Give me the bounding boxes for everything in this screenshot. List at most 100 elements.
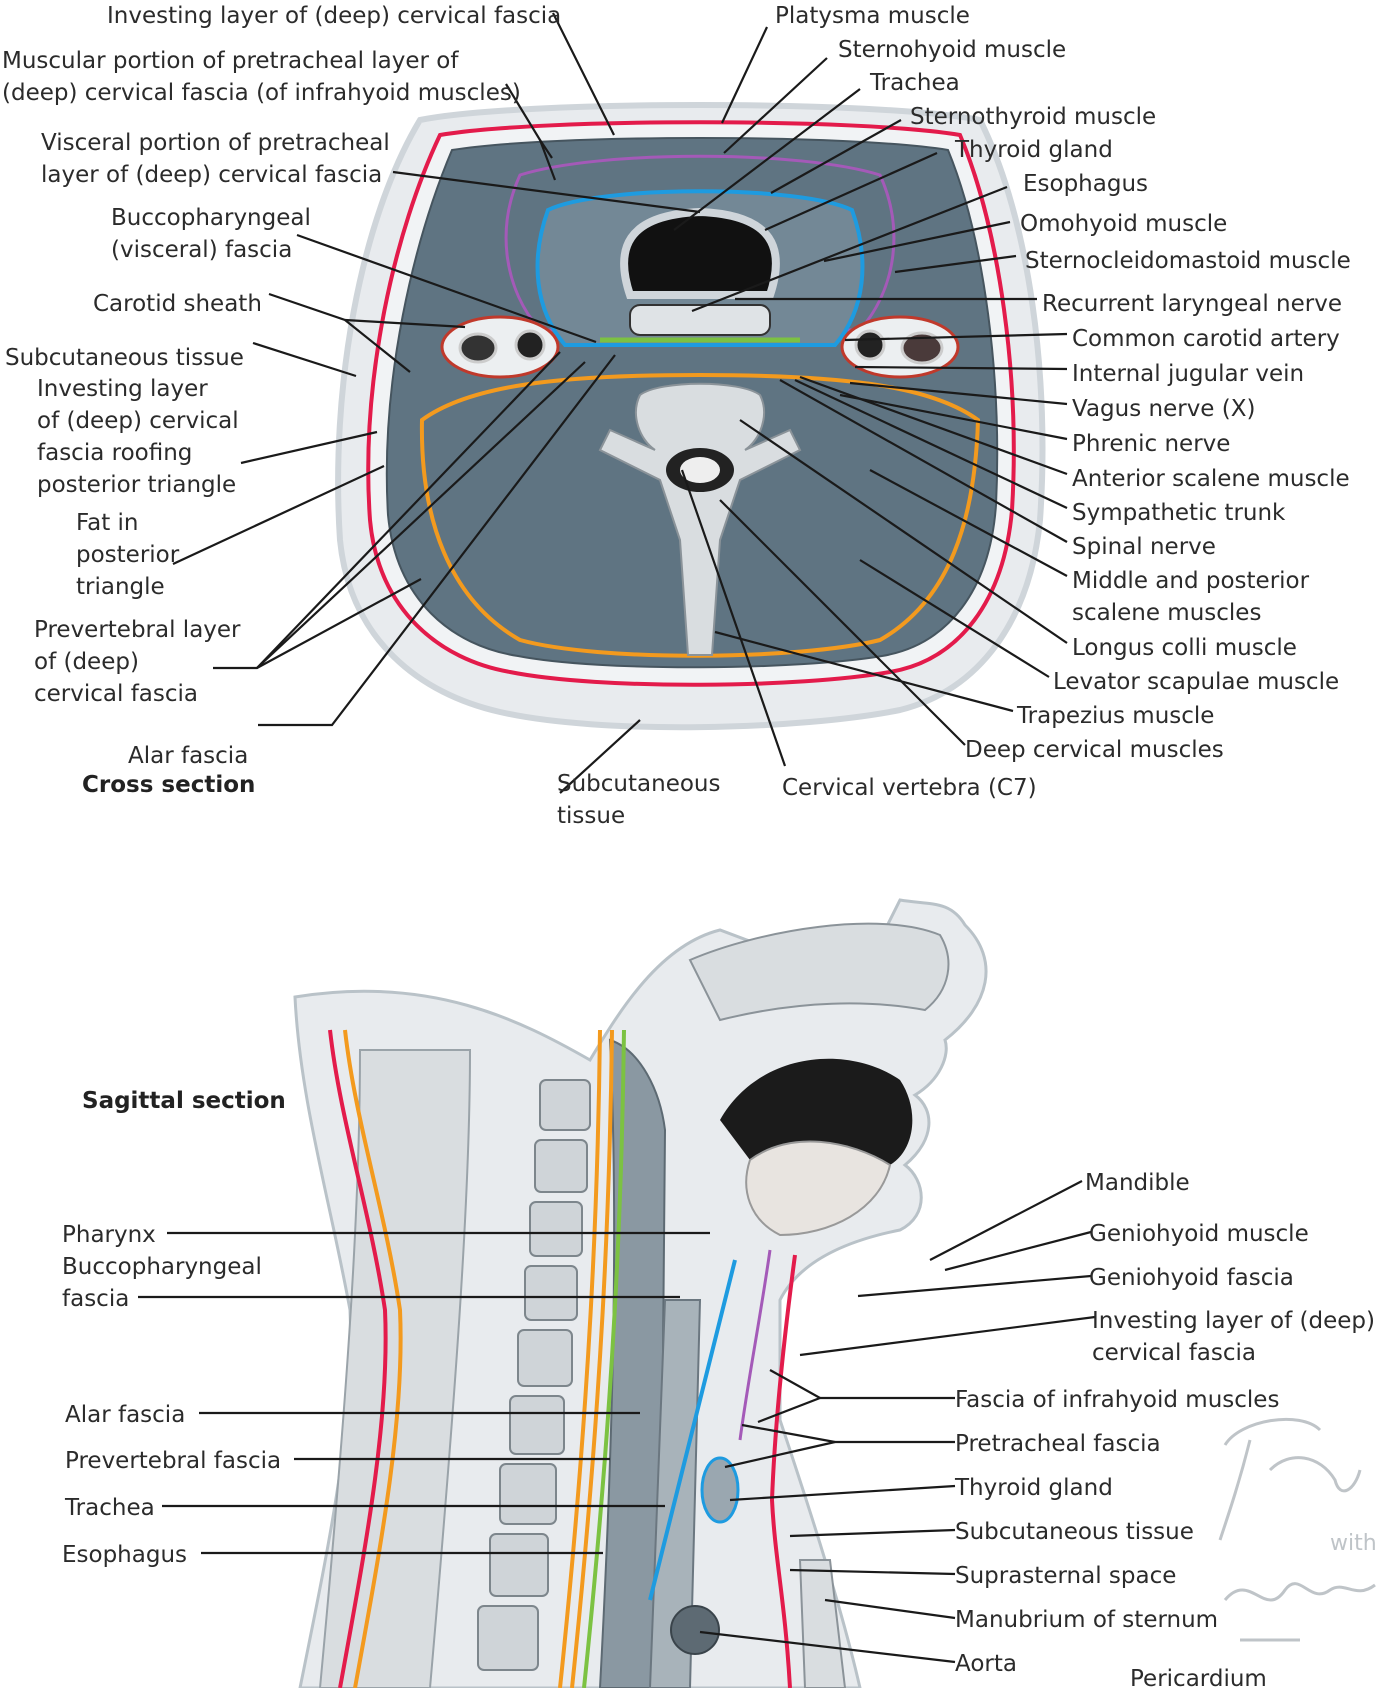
label-investing-sag-1: Investing layer of (deep) xyxy=(1092,1308,1375,1334)
sagittal-thyroid xyxy=(700,1456,740,1524)
cross-esophagus xyxy=(629,304,771,336)
label-fat-3: triangle xyxy=(76,574,165,600)
cross-carotid-artery-right xyxy=(854,329,886,361)
label-investing-roof-3: fascia roofing xyxy=(37,440,192,466)
cross-jugular-vein-left xyxy=(458,332,498,364)
sagittal-section-heading: Sagittal section xyxy=(82,1088,286,1114)
cross-jugular-vein-right xyxy=(900,331,944,365)
label-pericardium: Pericardium xyxy=(1130,1666,1267,1688)
label-subcutaneous-left: Subcutaneous tissue xyxy=(5,345,244,371)
sagittal-vertebrae xyxy=(477,1079,591,1671)
label-spinal-nerve: Spinal nerve xyxy=(1072,534,1216,560)
label-trachea-cross: Trachea xyxy=(869,70,960,96)
sagittal-pretracheal-fascia xyxy=(648,1259,737,1601)
label-visceral-pretracheal-2: layer of (deep) cervical fascia xyxy=(41,162,382,188)
label-phrenic: Phrenic nerve xyxy=(1072,431,1230,457)
signature-with: with xyxy=(1330,1531,1377,1556)
cross-section-heading: Cross section xyxy=(82,772,255,798)
label-carotid-sheath: Carotid sheath xyxy=(93,291,262,317)
label-sternohyoid: Sternohyoid muscle xyxy=(838,37,1066,63)
sagittal-oral-cavity xyxy=(720,1058,913,1165)
cross-pretracheal-muscular xyxy=(504,154,896,332)
label-longus-colli: Longus colli muscle xyxy=(1072,635,1297,661)
sagittal-investing-fascia-posterior xyxy=(328,1029,388,1688)
label-levator-scapulae: Levator scapulae muscle xyxy=(1053,669,1339,695)
label-recurrent-laryngeal: Recurrent laryngeal nerve xyxy=(1042,291,1342,317)
sagittal-manubrium xyxy=(798,1559,847,1688)
label-anterior-scalene: Anterior scalene muscle xyxy=(1072,466,1350,492)
label-prevertebral-fascia-sag: Prevertebral fascia xyxy=(65,1448,281,1474)
netter-signature xyxy=(1218,1417,1376,1642)
label-manubrium: Manubrium of sternum xyxy=(955,1607,1218,1633)
label-esophagus-cross: Esophagus xyxy=(1023,171,1148,197)
label-investing-roof-1: Investing layer xyxy=(37,376,208,402)
cross-section-labels: Cross section Investing layer of (deep) … xyxy=(2,3,1351,829)
label-buccopharyngeal-2: (visceral) fascia xyxy=(111,237,292,263)
cross-prevertebral-fascia xyxy=(419,372,981,658)
sagittal-alar-fascia xyxy=(570,1029,614,1688)
label-sternothyroid: Sternothyroid muscle xyxy=(910,104,1156,130)
label-alar-fascia-sag: Alar fascia xyxy=(65,1402,185,1428)
label-sternocleidomastoid: Sternocleidomastoid muscle xyxy=(1025,248,1351,274)
label-investing-layer: Investing layer of (deep) cervical fasci… xyxy=(107,3,561,29)
label-buccopharyngeal-sag-1: Buccopharyngeal xyxy=(62,1254,262,1280)
label-middle-posterior-scalene-2: scalene muscles xyxy=(1072,600,1261,626)
sagittal-pharynx xyxy=(598,1038,667,1688)
label-subcutaneous-bottom-2: tissue xyxy=(557,803,625,829)
label-muscular-pretracheal-1: Muscular portion of pretracheal layer of xyxy=(2,48,459,74)
sagittal-spine xyxy=(318,1049,472,1688)
sagittal-buccopharyngeal-fascia xyxy=(582,1029,626,1688)
sagittal-aorta xyxy=(670,1605,720,1655)
sagittal-leaders xyxy=(138,1180,1096,1664)
label-trapezius: Trapezius muscle xyxy=(1016,703,1214,729)
label-buccopharyngeal-sag-2: fascia xyxy=(62,1286,129,1312)
label-deep-cervical-muscles: Deep cervical muscles xyxy=(965,737,1224,763)
label-thyroid-sag: Thyroid gland xyxy=(954,1475,1113,1501)
label-pretracheal-fascia: Pretracheal fascia xyxy=(955,1431,1161,1457)
label-fat-1: Fat in xyxy=(76,510,139,536)
label-pharynx: Pharynx xyxy=(62,1222,156,1248)
sagittal-tongue xyxy=(745,1140,892,1237)
cross-leaders xyxy=(172,12,1068,794)
cross-spinal-cord-core xyxy=(680,457,720,483)
label-investing-roof-4: posterior triangle xyxy=(37,472,236,498)
label-subcutaneous-sag: Subcutaneous tissue xyxy=(955,1519,1194,1545)
label-geniohyoid-fascia: Geniohyoid fascia xyxy=(1089,1265,1294,1291)
sagittal-section-illustration xyxy=(293,898,988,1688)
sagittal-skull-base xyxy=(688,922,950,1022)
label-visceral-pretracheal-1: Visceral portion of pretracheal xyxy=(41,130,390,156)
label-platysma: Platysma muscle xyxy=(775,3,970,29)
label-suprasternal-space: Suprasternal space xyxy=(955,1563,1176,1589)
cross-carotid-artery-left xyxy=(514,329,546,361)
sagittal-prevertebral-fascia-posterior xyxy=(343,1029,403,1688)
label-prevertebral-1: Prevertebral layer xyxy=(34,617,241,643)
sagittal-section-labels: Sagittal section Pharynx Buccopharyngeal… xyxy=(62,1088,1375,1688)
label-investing-roof-2: of (deep) cervical xyxy=(37,408,239,434)
label-prevertebral-3: cervical fascia xyxy=(34,681,198,707)
label-cervical-vertebra: Cervical vertebra (C7) xyxy=(782,775,1037,801)
label-esophagus-sag: Esophagus xyxy=(62,1542,187,1568)
label-investing-sag-2: cervical fascia xyxy=(1092,1340,1256,1366)
label-trachea-sag: Trachea xyxy=(64,1495,155,1521)
label-thyroid-cross: Thyroid gland xyxy=(954,137,1113,163)
label-geniohyoid-muscle: Geniohyoid muscle xyxy=(1089,1221,1309,1247)
label-vagus: Vagus nerve (X) xyxy=(1072,396,1255,422)
label-buccopharyngeal-1: Buccopharyngeal xyxy=(111,205,311,231)
label-prevertebral-2: of (deep) xyxy=(34,649,139,675)
label-mandible: Mandible xyxy=(1085,1170,1190,1196)
label-internal-jugular: Internal jugular vein xyxy=(1072,361,1304,387)
label-sympathetic-trunk: Sympathetic trunk xyxy=(1072,500,1286,526)
label-aorta: Aorta xyxy=(955,1651,1017,1677)
label-common-carotid: Common carotid artery xyxy=(1072,326,1340,352)
label-fat-2: posterior xyxy=(76,542,180,568)
label-subcutaneous-bottom-1: Subcutaneous xyxy=(557,771,720,797)
label-infrahyoid-fascia: Fascia of infrahyoid muscles xyxy=(955,1387,1279,1413)
sagittal-investing-fascia-anterior xyxy=(769,1254,797,1688)
sagittal-infrahyoid-fascia xyxy=(738,1249,772,1441)
label-alar-fascia: Alar fascia xyxy=(128,743,248,769)
sagittal-prevertebral-fascia xyxy=(558,1029,602,1688)
label-middle-posterior-scalene-1: Middle and posterior xyxy=(1072,568,1310,594)
cross-section-illustration xyxy=(335,102,1046,731)
label-muscular-pretracheal-2: (deep) cervical fascia (of infrahyoid mu… xyxy=(2,80,521,106)
